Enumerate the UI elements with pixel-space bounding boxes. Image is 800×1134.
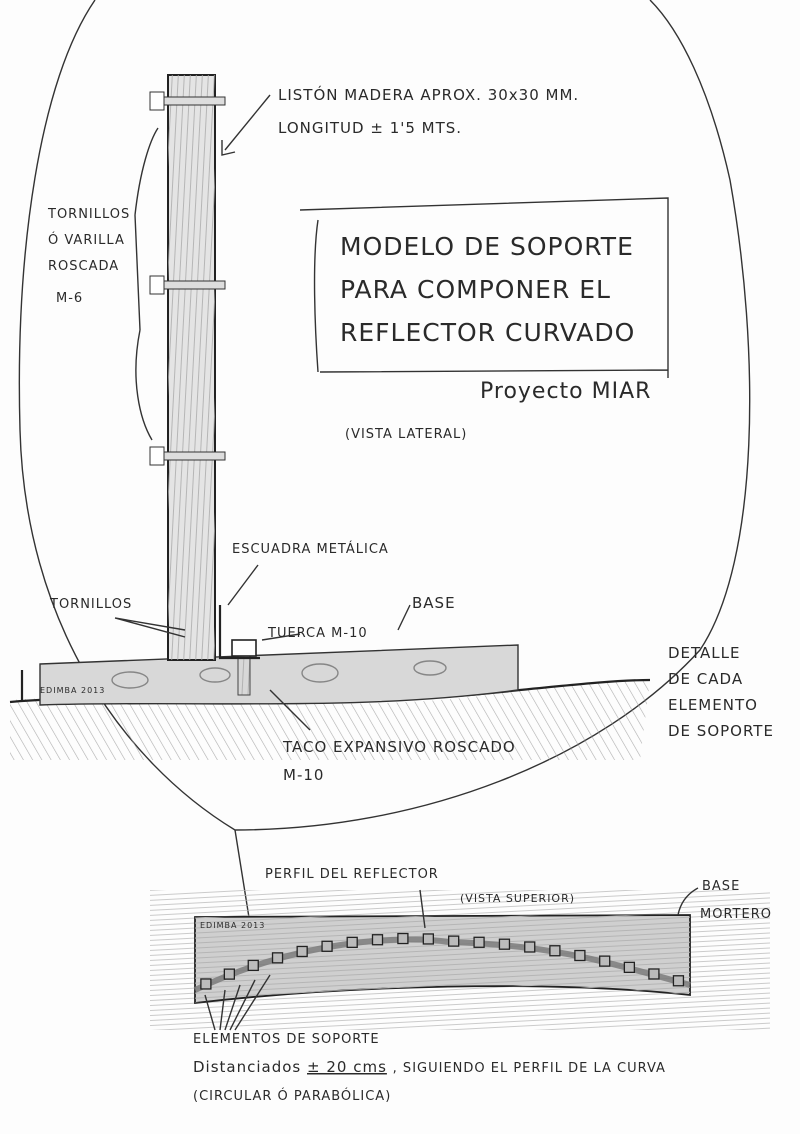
support-element-marker bbox=[223, 968, 235, 980]
threaded-rods bbox=[149, 91, 226, 466]
bolts-label-line1: TORNILLOS bbox=[47, 207, 130, 222]
bolts-label-line4: M-6 bbox=[56, 291, 83, 306]
base-label-arrow bbox=[397, 604, 411, 631]
support-element-marker bbox=[271, 952, 284, 964]
support-element-marker bbox=[422, 933, 434, 945]
support-element-marker bbox=[473, 936, 485, 948]
support-element-marker bbox=[623, 961, 636, 974]
support-element-marker bbox=[599, 955, 611, 967]
detail-label-line1: DETALLE bbox=[668, 644, 740, 662]
support-element-marker bbox=[672, 975, 685, 987]
spacing-value: ± 20 cms bbox=[307, 1058, 387, 1076]
spacing-suffix: , SIGUIENDO EL PERFIL DE LA CURVA bbox=[393, 1061, 666, 1076]
nut-label-arrow bbox=[261, 633, 301, 641]
support-element-marker bbox=[448, 935, 460, 947]
base-mortar-label-line2: MORTERO bbox=[700, 907, 772, 922]
spacing-prefix: Distanciados bbox=[193, 1058, 301, 1076]
title-line3: REFLECTOR CURVADO bbox=[340, 318, 635, 347]
nut-m10 bbox=[231, 639, 257, 657]
bolts-label-line3: ROSCADA bbox=[48, 259, 119, 274]
base-label: BASE bbox=[412, 594, 456, 612]
signature: EDIMBA 2013 bbox=[40, 686, 105, 695]
nut-label: TUERCA M-10 bbox=[267, 626, 368, 641]
side-view-label: (VISTA LATERAL) bbox=[345, 427, 467, 442]
top-view-signature: EDIMBA 2013 bbox=[200, 921, 265, 930]
bracket-label-arrow bbox=[227, 564, 259, 606]
support-element-marker bbox=[397, 932, 409, 945]
top-view-label: (VISTA SUPERIOR) bbox=[460, 892, 575, 905]
elements-label: ELEMENTOS DE SOPORTE bbox=[193, 1032, 380, 1047]
title-line1: MODELO DE SOPORTE bbox=[340, 232, 634, 261]
base-mortar-label-line1: BASE bbox=[702, 879, 740, 894]
title-line2: PARA COMPONER EL bbox=[340, 275, 611, 304]
detail-label-line2: DE CADA bbox=[668, 670, 743, 688]
screws-label: TORNILLOS bbox=[49, 597, 132, 612]
detail-label-line4: DE SOPORTE bbox=[668, 722, 774, 740]
support-element-marker bbox=[247, 959, 259, 972]
support-element-marker bbox=[574, 949, 586, 962]
support-element-marker bbox=[371, 934, 384, 946]
support-element-marker bbox=[346, 936, 358, 949]
bolts-label-line2: Ó VARILLA bbox=[48, 232, 125, 248]
wooden-post bbox=[167, 74, 216, 661]
anchor-label-arrow bbox=[269, 689, 311, 731]
post-label-line1: LISTÓN MADERA APROX. 30x30 MM. bbox=[278, 85, 579, 104]
curve-type-note: (CIRCULAR Ó PARABÓLICA) bbox=[193, 1088, 391, 1104]
bracket-label: ESCUADRA METÁLICA bbox=[232, 541, 389, 557]
bolts-bracket-line bbox=[134, 127, 159, 441]
support-element-marker bbox=[321, 940, 333, 952]
profile-label: PERFIL DEL REFLECTOR bbox=[265, 867, 439, 882]
support-element-marker bbox=[648, 968, 660, 980]
post-label-arrow bbox=[221, 94, 271, 156]
support-element-marker bbox=[200, 978, 212, 990]
spacing-note: Distanciados ± 20 cms , SIGUIENDO EL PER… bbox=[193, 1058, 666, 1076]
top-view: EDIMBA 2013 bbox=[150, 890, 770, 1030]
metal-bracket bbox=[218, 605, 260, 660]
elements-label-lines bbox=[204, 974, 271, 1031]
post-label-line2: LONGITUD ± 1'5 MTS. bbox=[278, 119, 462, 137]
title-box: MODELO DE SOPORTE PARA COMPONER EL REFLE… bbox=[299, 197, 669, 404]
expansion-anchor bbox=[237, 654, 251, 696]
support-elements bbox=[200, 932, 685, 990]
support-element-marker bbox=[296, 945, 308, 958]
support-element-marker bbox=[549, 945, 561, 957]
anchor-label-line1: TACO EXPANSIVO ROSCADO bbox=[282, 738, 516, 756]
detail-label-line3: ELEMENTO bbox=[668, 696, 758, 714]
support-element-marker bbox=[524, 941, 536, 953]
screws-label-arrow bbox=[114, 617, 186, 638]
concrete-base: EDIMBA 2013 bbox=[39, 644, 519, 706]
anchor-label-line2: M-10 bbox=[283, 766, 324, 784]
support-element-marker bbox=[498, 938, 511, 950]
profile-label-arrow bbox=[419, 889, 426, 929]
project-name: Proyecto MIAR bbox=[480, 379, 651, 404]
detail-bubble-outline bbox=[18, 0, 751, 831]
base-mortar-arrow bbox=[677, 887, 699, 916]
